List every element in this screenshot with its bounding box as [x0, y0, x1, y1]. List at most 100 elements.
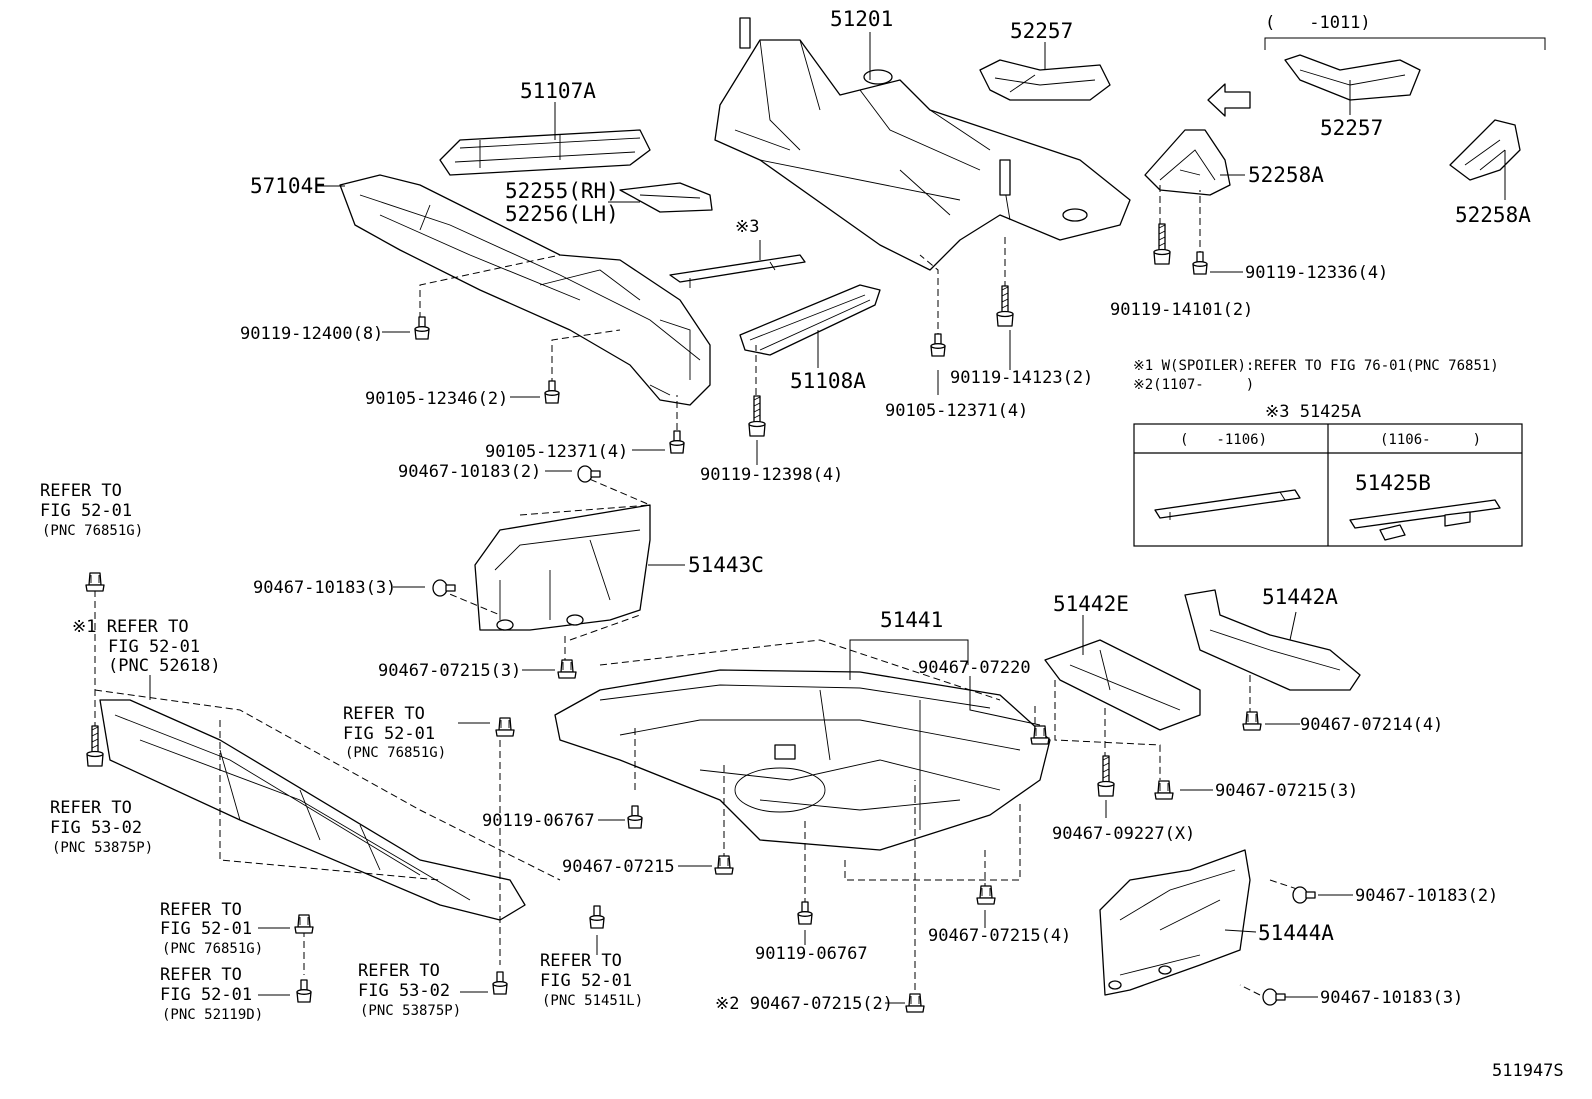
bolt-icon — [1153, 223, 1171, 265]
reference: FIG 52-01 — [40, 501, 132, 521]
clip-icon — [557, 659, 577, 679]
clip-icon — [905, 993, 925, 1013]
bolt-icon — [86, 725, 104, 767]
bolt-icon — [996, 285, 1014, 327]
clip-icon — [1262, 988, 1286, 1006]
part-number: 51441 — [880, 608, 943, 632]
part-number: 90119-12398(4) — [700, 465, 843, 485]
clip-icon — [1292, 886, 1316, 904]
clip-icon — [577, 465, 601, 483]
part-number: 51442E — [1053, 592, 1129, 616]
part-number: 51107A — [520, 79, 596, 103]
cover-51443C — [474, 504, 651, 631]
part-number: 51425B — [1355, 471, 1431, 495]
bolt-icon — [296, 979, 312, 1003]
reference: FIG 53-02 — [358, 981, 450, 1001]
reference: (PNC 52119D) — [162, 1007, 263, 1023]
reference: (PNC 53875P) — [360, 1003, 461, 1019]
reference: FIG 52-01 — [343, 724, 435, 744]
clip-icon — [1242, 711, 1262, 731]
part-number: 51443C — [688, 553, 764, 577]
part-number: 52258A — [1248, 163, 1324, 187]
part-number: 90467-07215 — [562, 857, 675, 877]
reference: REFER TO — [50, 798, 132, 818]
part-number: 90119-14123(2) — [950, 368, 1093, 388]
clip-icon — [85, 572, 105, 592]
reference: REFER TO — [358, 961, 440, 981]
part-number: 90119-12400(8) — [240, 324, 383, 344]
part-number: 51108A — [790, 369, 866, 393]
part-number: 90119-06767 — [482, 811, 595, 831]
part-number: 90105-12346(2) — [365, 389, 508, 409]
bracket-52255-52256 — [619, 182, 713, 213]
bolt-icon — [589, 905, 605, 929]
brace-51108A — [739, 284, 881, 356]
bolt-icon — [627, 805, 643, 829]
part-number: 90119-12336(4) — [1245, 263, 1388, 283]
table-col-1: ( -1106) — [1180, 432, 1267, 448]
reference: REFER TO — [540, 951, 622, 971]
part-number: ※2 90467-07215(2) — [715, 994, 893, 1014]
reference: (PNC 76851G) — [42, 523, 143, 539]
reference: (PNC 53875P) — [52, 840, 153, 856]
leader-lines — [149, 32, 1546, 1004]
bar-51425A-early — [1154, 489, 1301, 520]
reference: (PNC 51451L) — [542, 993, 643, 1009]
bar-51425B — [1349, 499, 1501, 541]
bolt-icon — [748, 395, 766, 437]
reference: FIG 52-01 — [540, 971, 632, 991]
part-number: 90467-10183(2) — [1355, 886, 1498, 906]
part-number: 90467-10183(3) — [1320, 988, 1463, 1008]
part-number: 90105-12371(4) — [485, 442, 628, 462]
part-number: 90467-07214(4) — [1300, 715, 1443, 735]
part-number: 51201 — [830, 7, 893, 31]
part-number: 57104E — [250, 174, 326, 198]
part-number: 90119-14101(2) — [1110, 300, 1253, 320]
crossmember-51201 — [714, 17, 1131, 271]
bolt-icon — [414, 316, 430, 340]
reference: (PNC 52618) — [108, 656, 221, 676]
bolt-icon — [492, 971, 508, 995]
part-number: 52258A — [1455, 203, 1531, 227]
reference: FIG 52-01 — [160, 985, 252, 1005]
part-number: 90467-07215(4) — [928, 926, 1071, 946]
arrow-icon — [1207, 83, 1251, 117]
front-frame-57104E — [339, 174, 711, 406]
clip-icon — [495, 717, 515, 737]
part-number: 52257 — [1320, 116, 1383, 140]
table-col-2: (1106- ) — [1380, 432, 1481, 448]
labels: 51201 52257 ( -1011) 52257 52258A 52258A… — [40, 7, 1564, 1081]
part-number: 90467-09227(X) — [1052, 824, 1195, 844]
bracket-52258A-a — [1144, 129, 1231, 196]
reference: FIG 52-01 — [160, 919, 252, 939]
diagram-id: 511947S — [1492, 1061, 1564, 1081]
brace-52257-top — [979, 59, 1111, 101]
clip-icon — [976, 885, 996, 905]
front-spoiler — [99, 699, 526, 921]
reference: FIG 52-01 — [108, 637, 200, 657]
part-number: 52257 — [1010, 19, 1073, 43]
bolt-icon — [669, 430, 685, 454]
under-cover-51441 — [554, 669, 1051, 851]
note-3-title: ※3 51425A — [1265, 402, 1361, 422]
reference: FIG 53-02 — [50, 818, 142, 838]
clip-icon — [714, 855, 734, 875]
bolt-icon — [544, 380, 560, 404]
part-number: 51444A — [1258, 921, 1334, 945]
part-number: 90467-07215(3) — [378, 661, 521, 681]
bracket-52258A-b — [1449, 119, 1521, 181]
bolt-icon — [1192, 251, 1208, 275]
note-mark: ※3 — [735, 217, 759, 237]
part-number: 90467-07215(3) — [1215, 781, 1358, 801]
variant-table — [1133, 423, 1523, 547]
clip-icon — [294, 914, 314, 934]
clip-icon — [432, 579, 456, 597]
cover-51442A — [1184, 589, 1361, 691]
part-number: 90467-07220 — [918, 658, 1031, 678]
reference: REFER TO — [40, 481, 122, 501]
part-number: 90119-06767 — [755, 944, 868, 964]
reference: (PNC 76851G) — [345, 745, 446, 761]
clip-icon — [1154, 780, 1174, 800]
cover-51442E — [1044, 639, 1201, 731]
